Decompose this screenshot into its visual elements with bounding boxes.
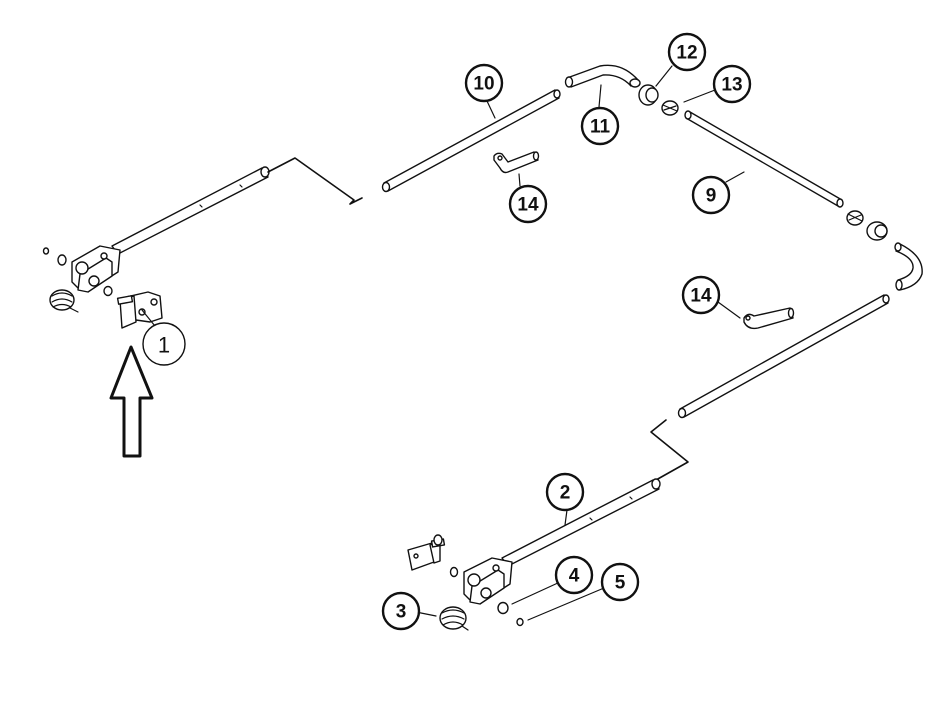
up-arrow [109, 345, 154, 458]
callout-4-label: 4 [569, 566, 580, 587]
callout-9-label: 9 [706, 186, 717, 207]
left-washer-small [42, 247, 50, 255]
lower-long-tube [677, 294, 890, 419]
callout-11-label: 11 [590, 117, 611, 138]
callout-4: 4 [554, 555, 594, 595]
callout-5: 5 [600, 562, 640, 602]
callout-13: 13 [712, 64, 752, 104]
callout-2: 2 [545, 472, 585, 512]
small-elbow-14-top [493, 151, 540, 174]
callout-12-label: 12 [676, 43, 697, 64]
callout-12: 12 [667, 32, 707, 72]
mounting-bracket [116, 291, 163, 329]
callout-3-label: 3 [396, 602, 407, 623]
callout-9: 9 [691, 175, 731, 215]
callout-1: 1 [142, 322, 186, 366]
lower-rod-assembly [407, 478, 661, 631]
washer-4 [497, 601, 509, 615]
cap-12 [638, 84, 659, 106]
callout-2-label: 2 [560, 483, 571, 504]
break-line [267, 157, 363, 205]
clamp-13 [661, 100, 679, 116]
cap-right [866, 221, 888, 241]
callout-11: 11 [580, 106, 620, 146]
callout-3: 3 [381, 591, 421, 631]
callout-14-right-label: 14 [690, 286, 712, 307]
left-rod-assembly [42, 157, 363, 329]
callout-13-label: 13 [721, 75, 742, 96]
clamp-right [846, 210, 864, 226]
spring-3 [439, 606, 469, 631]
callout-14-top-label: 14 [517, 195, 539, 216]
callout-1-label: 1 [158, 333, 170, 358]
tube-9 [684, 110, 844, 208]
leader-lines [141, 65, 745, 621]
elbow-11 [564, 64, 641, 88]
left-rod [111, 167, 269, 255]
tube-10 [381, 89, 561, 193]
lower-bracket [407, 534, 446, 571]
callout-10-label: 10 [473, 74, 494, 95]
callout-10: 10 [464, 63, 504, 103]
small-elbow-14-right [743, 307, 795, 330]
callout-14-top: 14 [508, 184, 548, 224]
left-washer [57, 254, 67, 266]
left-spring [49, 289, 79, 313]
break-line-lower [650, 419, 689, 481]
elbow-right [894, 242, 923, 291]
callout-5-label: 5 [615, 573, 626, 594]
callout-14-right: 14 [681, 275, 721, 315]
washer-5 [516, 617, 524, 627]
